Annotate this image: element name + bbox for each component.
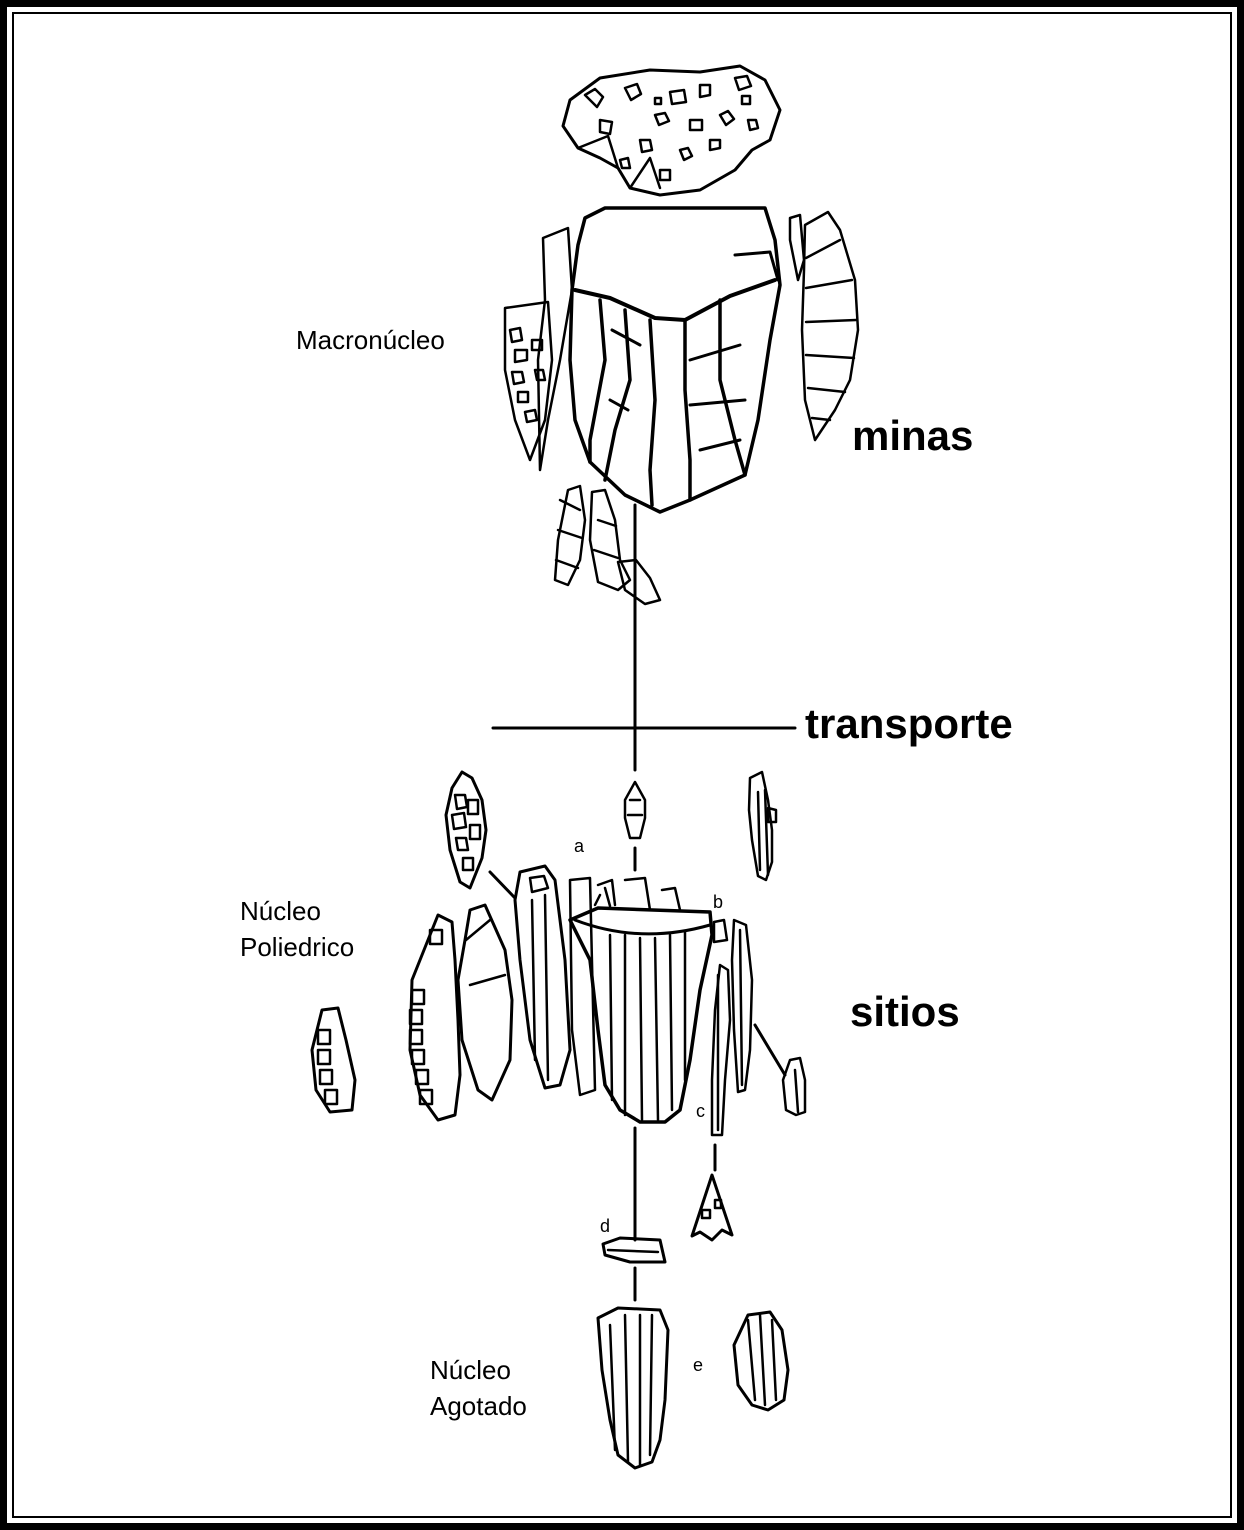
label-d: d	[600, 1216, 610, 1236]
exhausted-core-drawing	[598, 1308, 668, 1468]
polyhedral-core-drawing	[515, 866, 712, 1122]
blade-top-right	[749, 772, 776, 880]
triangular-point-drawing	[692, 1175, 732, 1240]
macro-core-drawing	[570, 208, 780, 512]
label-macronucleo: Macronúcleo	[296, 322, 445, 358]
leaf-biface-drawing	[446, 772, 486, 888]
label-sitios: sitios	[850, 988, 960, 1036]
label-c: c	[696, 1101, 705, 1121]
label-nucleo-poliedrico-line2: Poliedrico	[240, 929, 354, 965]
connector-line-leaf	[490, 872, 515, 898]
connector-line-right	[755, 1025, 785, 1075]
core-e-drawing	[734, 1312, 788, 1410]
label-nucleo-poliedrico-line1: Núcleo	[240, 893, 321, 929]
macro-right-flakes	[790, 212, 858, 440]
label-b: b	[713, 892, 723, 912]
label-a: a	[574, 836, 584, 856]
label-transporte: transporte	[805, 700, 1013, 748]
projectile-point-top	[625, 782, 645, 838]
label-nucleo-agotado-line1: Núcleo	[430, 1352, 511, 1388]
macro-left-flakes	[505, 228, 572, 470]
polyhedral-right-flakes	[712, 920, 805, 1135]
flake-d-drawing	[603, 1238, 665, 1262]
label-minas: minas	[852, 412, 973, 460]
label-nucleo-agotado-line2: Agotado	[430, 1388, 527, 1424]
raw-nodule-drawing	[563, 66, 780, 195]
label-e: e	[693, 1355, 703, 1375]
